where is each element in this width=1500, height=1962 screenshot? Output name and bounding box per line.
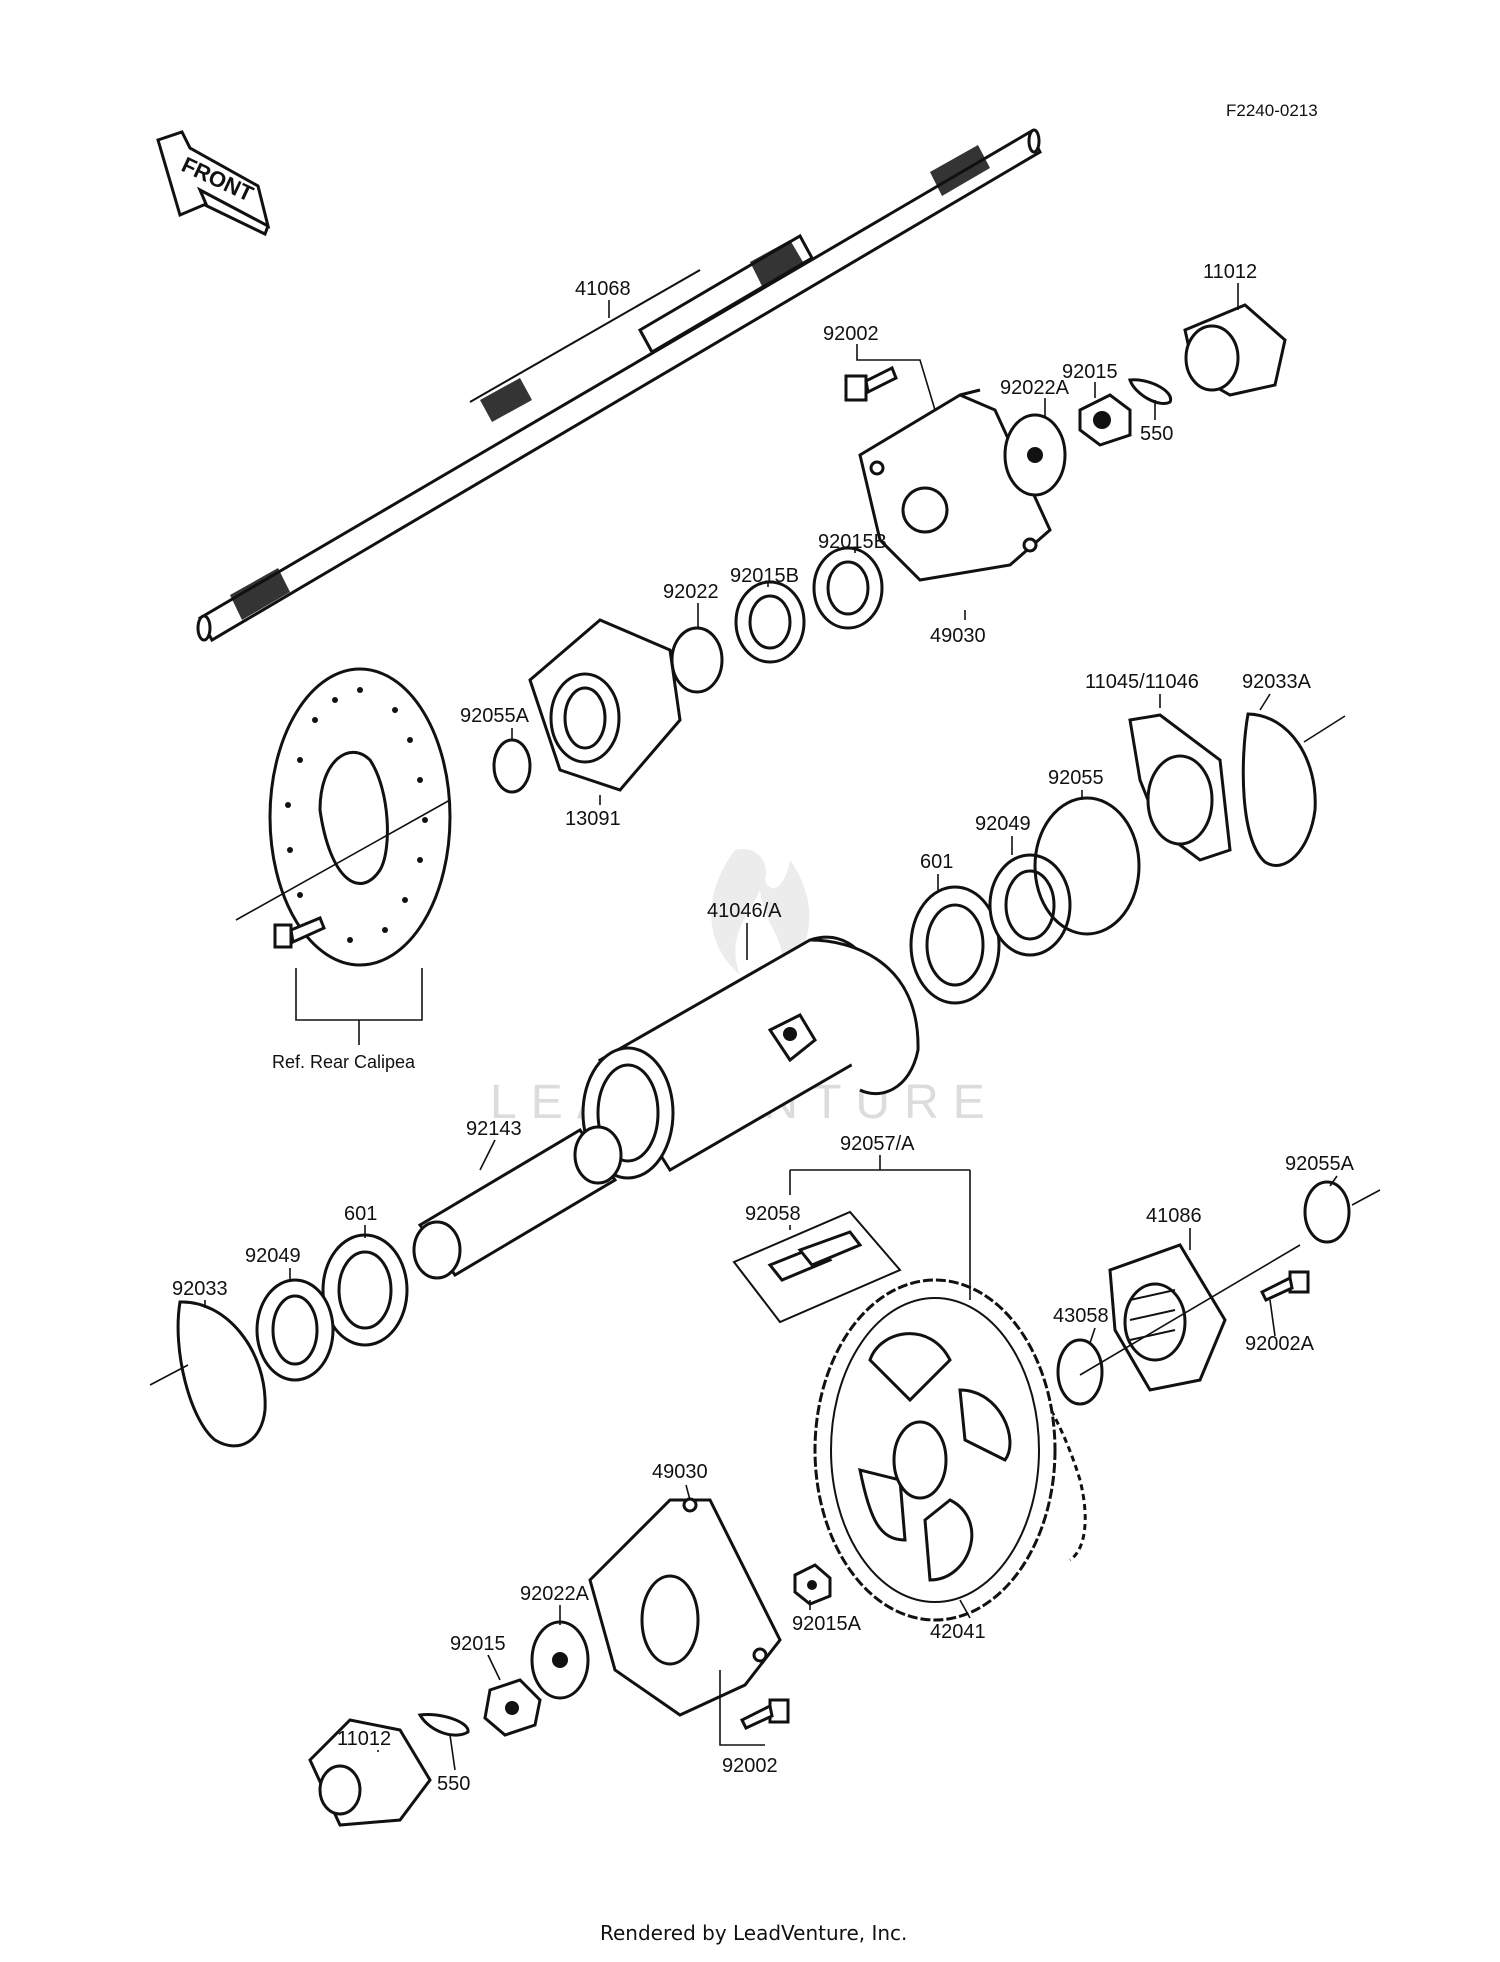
- label-42041: 42041: [930, 1621, 986, 1643]
- label-92049-right: 92049: [975, 813, 1031, 835]
- label-92002a: 92002A: [1245, 1333, 1315, 1355]
- bolt-caliper: [273, 916, 326, 949]
- label-92015b-2: 92015B: [730, 565, 799, 587]
- axis-line-right-2: [1351, 1189, 1381, 1206]
- label-92058: 92058: [745, 1203, 801, 1225]
- hub-49030-top: [858, 388, 1052, 582]
- label-11012-top: 11012: [1203, 261, 1257, 283]
- axis-line-left: [149, 1364, 189, 1386]
- part-labels: 41068 11012 92002 92015 92022A 550 92015…: [172, 261, 1355, 1795]
- label-92143: 92143: [466, 1118, 522, 1140]
- o-ring-92055: [1033, 796, 1141, 936]
- nut-92015-top: [1078, 393, 1132, 447]
- label-41068: 41068: [575, 278, 631, 300]
- diagram-code: F2240-0213: [1226, 101, 1318, 120]
- label-92002-bottom: 92002: [722, 1755, 778, 1777]
- footer-credit: Rendered by LeadVenture, Inc.: [600, 1921, 907, 1945]
- label-92033a: 92033A: [1242, 671, 1312, 693]
- label-41046a: 41046/A: [707, 900, 782, 922]
- label-92055a-right: 92055A: [1285, 1153, 1355, 1175]
- label-92015a: 92015A: [792, 1613, 862, 1635]
- bolt-92002a: [1259, 1270, 1310, 1302]
- label-92022: 92022: [663, 581, 719, 603]
- label-92049-left: 92049: [245, 1245, 301, 1267]
- ref-label: Ref. Rear Calipea: [272, 1052, 416, 1072]
- seal-92049-right: [988, 853, 1072, 957]
- cap-11012-top: [1183, 303, 1287, 397]
- coupling-13091: [528, 618, 682, 792]
- label-43058: 43058: [1053, 1305, 1109, 1327]
- label-13091: 13091: [565, 808, 621, 830]
- ring-43058: [1056, 1338, 1104, 1406]
- spacer-tube-92143: [412, 1125, 623, 1280]
- label-601-left: 601: [344, 1203, 377, 1225]
- master-link-92058: [732, 1210, 902, 1324]
- label-92002-top: 92002: [823, 323, 879, 345]
- bearing-601-right: [909, 885, 1001, 1005]
- leader-lines: [204, 283, 1338, 1771]
- bearing-92015b-1: [812, 546, 884, 630]
- brake-disc: [235, 667, 452, 967]
- o-ring-92055a-left: [492, 738, 532, 794]
- label-92055: 92055: [1048, 767, 1104, 789]
- cap-11012-bottom: [308, 1718, 432, 1827]
- circlip-92033a: [1241, 712, 1317, 867]
- label-550-bottom: 550: [437, 1773, 470, 1795]
- label-41086: 41086: [1146, 1205, 1202, 1227]
- label-92015-top: 92015: [1062, 361, 1118, 383]
- bearing-92015b-2: [734, 580, 806, 664]
- sprocket-hub-41086: [1079, 1243, 1301, 1392]
- bracket-11045: [1128, 713, 1232, 862]
- o-ring-92055a-right: [1303, 1180, 1351, 1244]
- label-11012-bottom: 11012: [337, 1728, 391, 1750]
- circlip-92033: [176, 1300, 267, 1448]
- sprocket-42041: [813, 1278, 1057, 1622]
- bolt-92002-bottom: [739, 1698, 790, 1730]
- label-550-top: 550: [1140, 423, 1173, 445]
- label-92022a-top: 92022A: [1000, 377, 1070, 399]
- bearing-601-left: [321, 1233, 409, 1347]
- label-92057a: 92057/A: [840, 1133, 915, 1155]
- axle-shaft: [196, 128, 1042, 643]
- cotter-pin-550-top: [1127, 378, 1173, 405]
- label-92015b-1: 92015B: [818, 531, 887, 553]
- hub-49030-bottom: [588, 1497, 782, 1717]
- cotter-pin-550-bottom: [417, 1712, 470, 1737]
- label-92033: 92033: [172, 1278, 228, 1300]
- front-arrow-icon: FRONT: [156, 130, 271, 237]
- label-49030-bottom: 49030: [652, 1461, 708, 1483]
- label-601-right: 601: [920, 851, 953, 873]
- label-92022a-bottom: 92022A: [520, 1583, 590, 1605]
- bolt-92002-top: [844, 365, 898, 402]
- label-11045: 11045/11046: [1085, 671, 1199, 693]
- label-49030-top: 49030: [930, 625, 986, 647]
- ref-bracket: [295, 968, 423, 1045]
- ring-92022: [670, 626, 724, 694]
- washer-92022a-bottom: [530, 1620, 590, 1700]
- nut-92015a: [793, 1563, 832, 1606]
- hub-housing-41046a: [581, 935, 920, 1180]
- label-92055a-left: 92055A: [460, 705, 530, 727]
- label-92015-bottom: 92015: [450, 1633, 506, 1655]
- axis-line-right: [1303, 715, 1346, 743]
- washer-92022a-top: [1003, 413, 1067, 497]
- nut-92015-bottom: [483, 1678, 542, 1737]
- seal-92049-left: [255, 1278, 335, 1382]
